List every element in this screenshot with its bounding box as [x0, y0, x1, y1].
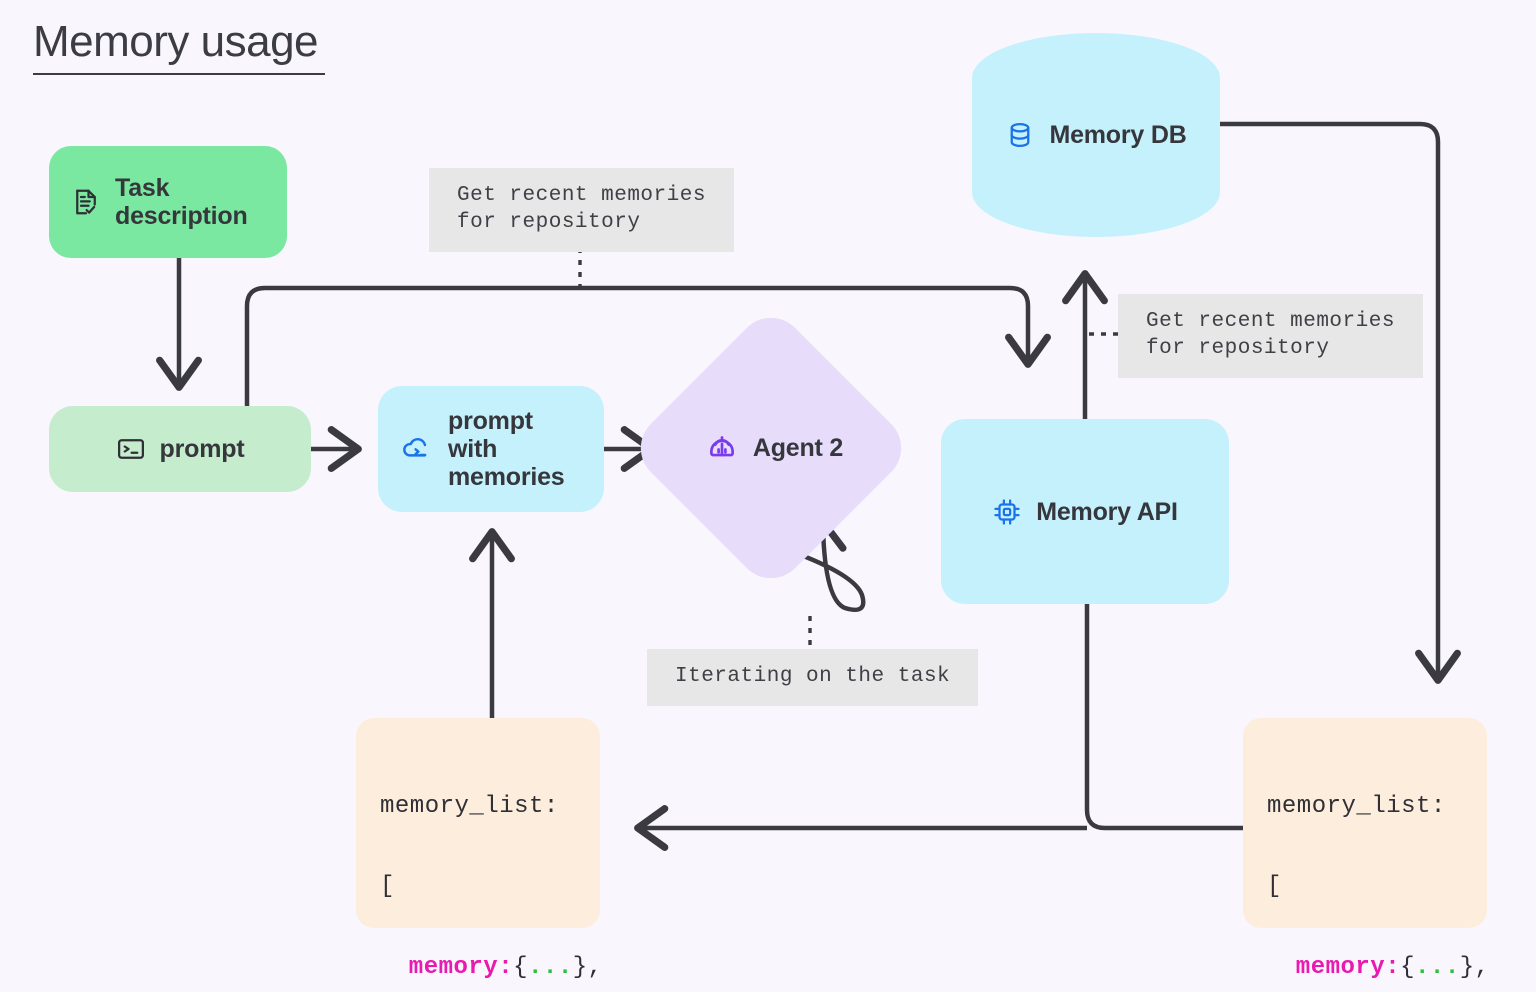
chip-icon — [992, 497, 1022, 527]
code-open-bracket: [ — [380, 873, 395, 901]
page-title: Memory usage — [33, 17, 325, 76]
edge-code-right-to-code-left — [1084, 604, 1243, 831]
annotation-iterating-on-the-task: Iterating on the task — [647, 649, 979, 706]
code-entry: memory:{...}, — [1295, 954, 1490, 981]
node-prompt-label: prompt — [159, 435, 245, 463]
node-task-description-label: Task description — [115, 174, 248, 230]
annotation-get-recent-memories-top: Get recent memories for repository — [429, 168, 734, 252]
node-task-description[interactable]: Task description — [49, 146, 287, 258]
edge-memory-db-to-code-right — [1220, 121, 1461, 684]
page-title-text: Memory usage — [33, 17, 319, 66]
database-icon — [1005, 120, 1035, 150]
code-block-memory-list-right: memory_list: [ memory:{...}, memory:{...… — [1243, 718, 1489, 981]
node-agent2[interactable]: Agent 2 — [626, 303, 916, 593]
terminal-icon — [116, 434, 146, 464]
code-header: memory_list: — [1267, 792, 1446, 820]
node-memory-api-label: Memory API — [1036, 497, 1178, 526]
node-prompt-with-memories-label: prompt with memories — [448, 407, 565, 491]
annotation-get-recent-memories-right: Get recent memories for repository — [1118, 294, 1423, 378]
node-memory-db[interactable]: Memory DB — [972, 33, 1220, 237]
robot-icon — [705, 431, 739, 465]
cloud-terminal-icon — [400, 432, 434, 466]
code-open-bracket: [ — [1267, 873, 1282, 901]
document-check-icon — [71, 187, 101, 217]
node-prompt-with-memories[interactable]: prompt with memories — [378, 386, 604, 512]
node-memory-db-label: Memory DB — [1049, 121, 1187, 149]
node-memory-api[interactable]: Memory API — [941, 419, 1229, 604]
code-header: memory_list: — [380, 792, 559, 820]
code-block-memory-list-left: memory_list: [ memory:{...}, memory:{...… — [356, 718, 602, 981]
code-entry: memory:{...}, — [408, 954, 603, 981]
edge-prompt-to-memory-api — [244, 285, 1051, 406]
node-prompt[interactable]: prompt — [49, 406, 311, 492]
title-underline — [33, 73, 325, 76]
memory-db-cylinder-shape — [972, 33, 1220, 237]
node-agent2-label: Agent 2 — [752, 434, 844, 462]
